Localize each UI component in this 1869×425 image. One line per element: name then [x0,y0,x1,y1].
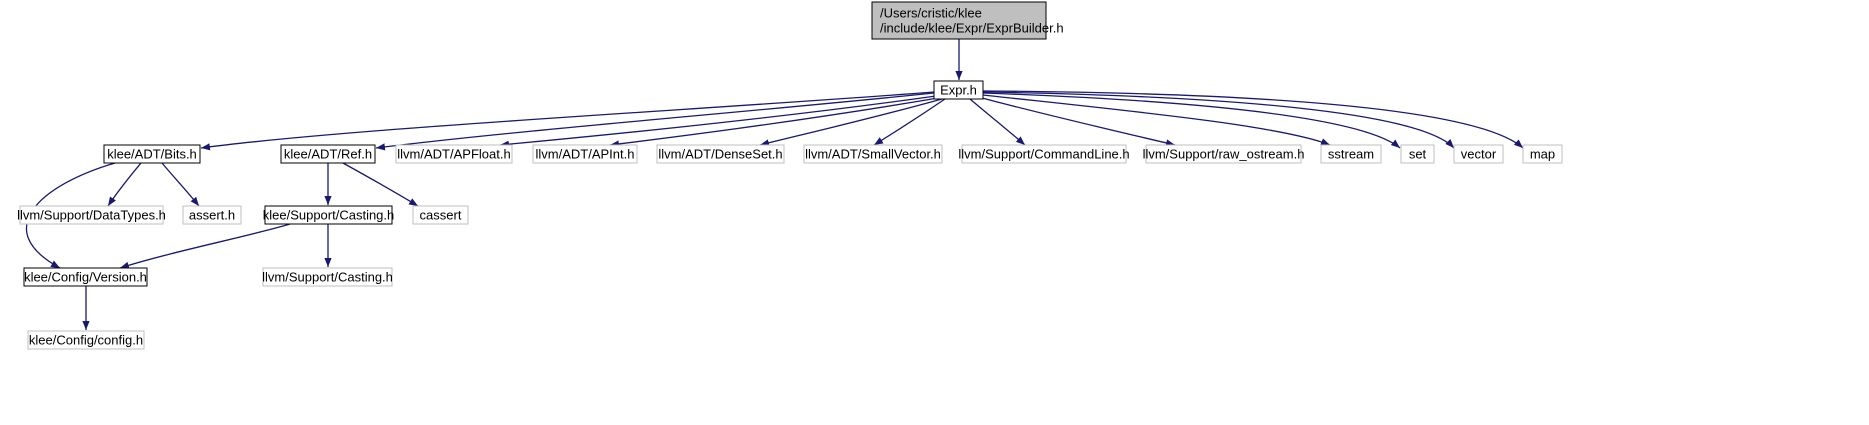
node-config: klee/Config/config.h [27,330,145,350]
node-version[interactable]: klee/Config/Version.h [23,267,148,287]
edge-expr-to-commandline [969,98,1026,146]
node-label-root-1: /Users/cristic/klee [880,6,982,21]
edge-expr-to-sstream [982,94,1331,146]
node-apfloat: llvm/ADT/APFloat.h [395,144,513,164]
node-label-set: set [1409,147,1427,162]
edge-expr-to-denseset [759,98,943,147]
node-denseset: llvm/ADT/DenseSet.h [656,144,785,164]
node-box-asserth [182,205,242,225]
node-label-datatypes: llvm/Support/DataTypes.h [17,208,166,223]
node-box-bits [103,144,201,164]
node-box-datatypes [19,205,164,225]
node-box-ref [280,144,376,164]
node-box-root [871,1,1047,40]
edge-expr-to-set [982,92,1401,149]
node-label-rawostream: llvm/Support/raw_ostream.h [1143,147,1305,162]
edge-expr-to-smallvector [873,98,946,146]
node-box-rawostream [1145,144,1302,164]
edge-bits-to-asserth [161,162,200,207]
node-box-commandline [961,144,1127,164]
node-box-sstream [1320,144,1382,164]
edge-expr-to-vector [982,91,1455,149]
node-box-version [23,267,148,287]
node-box-apint [532,144,638,164]
node-label-smallvector: llvm/ADT/SmallVector.h [805,147,941,162]
node-box-smallvector [803,144,943,164]
node-label-cassert: cassert [420,208,462,223]
edges-layer [25,38,1524,330]
edge-ref-to-cassert [342,162,419,207]
node-label-ref: klee/ADT/Ref.h [284,147,372,162]
edge-expr-to-apint [609,97,939,148]
node-bits[interactable]: klee/ADT/Bits.h [103,144,201,164]
node-box-kcasting [264,205,393,225]
node-smallvector: llvm/ADT/SmallVector.h [803,144,943,164]
node-label-apint: llvm/ADT/APInt.h [536,147,635,162]
edge-expr-to-bits [200,91,935,151]
edge-expr-to-map [982,90,1524,149]
node-label-root-2: /include/klee/Expr/ExprBuilder.h [880,21,1064,36]
node-vector: vector [1453,144,1504,164]
node-label-expr: Expr.h [940,83,977,98]
node-kcasting[interactable]: klee/Support/Casting.h [263,205,395,225]
node-label-commandline: llvm/Support/CommandLine.h [958,147,1129,162]
node-label-version: klee/Config/Version.h [24,270,147,285]
node-asserth: assert.h [182,205,242,225]
node-box-lcasting [262,267,393,287]
node-box-apfloat [395,144,513,164]
node-datatypes: llvm/Support/DataTypes.h [17,205,166,225]
node-ref[interactable]: klee/ADT/Ref.h [280,144,376,164]
edge-expr-to-rawostream [981,97,1176,147]
node-label-vector: vector [1461,147,1497,162]
node-label-asserth: assert.h [189,208,235,223]
node-box-vector [1453,144,1504,164]
node-root: /Users/cristic/klee/include/klee/Expr/Ex… [871,1,1064,40]
node-label-denseset: llvm/ADT/DenseSet.h [658,147,782,162]
node-expr[interactable]: Expr.h [933,80,984,100]
node-box-cassert [412,205,469,225]
node-sstream: sstream [1320,144,1382,164]
node-label-sstream: sstream [1328,147,1374,162]
node-box-config [27,330,145,350]
node-label-map: map [1530,147,1555,162]
node-label-bits: klee/ADT/Bits.h [107,147,197,162]
edge-bits-to-datatypes [107,162,142,207]
node-lcasting: llvm/Support/Casting.h [262,267,393,287]
node-set: set [1400,144,1435,164]
node-apint: llvm/ADT/APInt.h [532,144,638,164]
node-box-expr [933,80,984,100]
node-label-kcasting: klee/Support/Casting.h [263,208,395,223]
node-rawostream: llvm/Support/raw_ostream.h [1143,144,1305,164]
nodes-layer: /Users/cristic/klee/include/klee/Expr/Ex… [17,1,1563,350]
node-label-apfloat: llvm/ADT/APFloat.h [397,147,510,162]
node-label-lcasting: llvm/Support/Casting.h [262,270,393,285]
node-box-denseset [656,144,785,164]
node-cassert: cassert [412,205,469,225]
node-box-map [1522,144,1563,164]
edge-expr-to-ref [375,92,935,151]
node-map: map [1522,144,1563,164]
node-label-config: klee/Config/config.h [29,333,143,348]
node-box-set [1400,144,1435,164]
node-commandline: llvm/Support/CommandLine.h [958,144,1130,164]
edge-kcasting-to-version [119,223,291,269]
edge-expr-to-apfloat [499,95,937,148]
